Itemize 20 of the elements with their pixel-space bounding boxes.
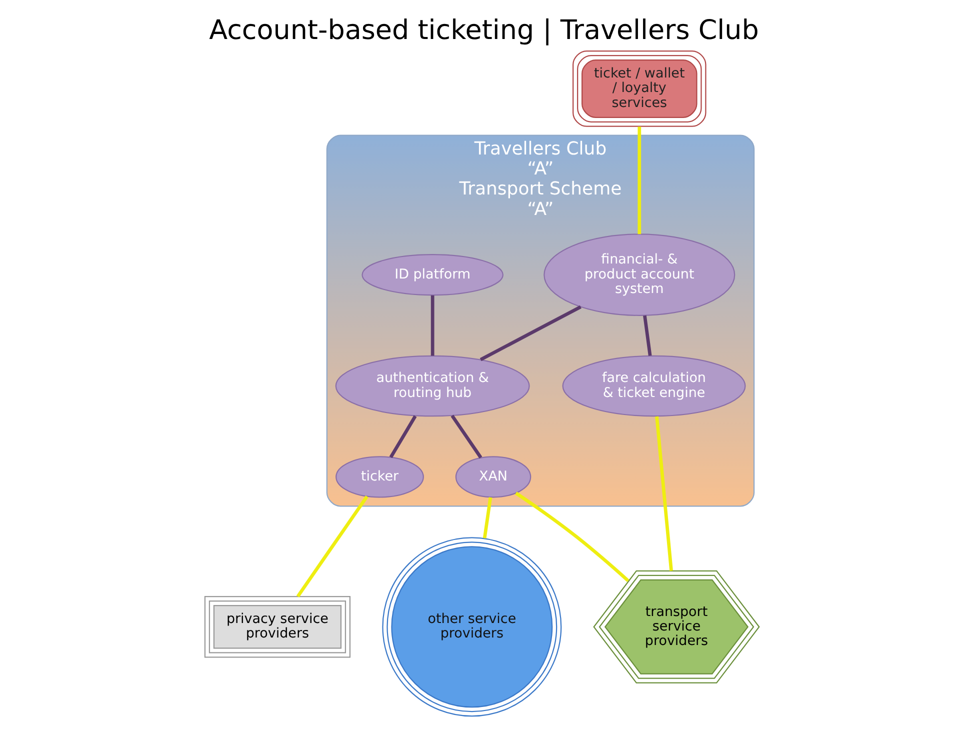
node-ellipse: XAN — [454, 456, 531, 498]
connector — [654, 416, 672, 571]
node-box: ticket / wallet / loyalty services — [572, 50, 706, 127]
connector — [430, 295, 434, 356]
connector — [388, 415, 416, 458]
node-ellipse: ticker — [335, 456, 424, 498]
node-circle: other service providers — [382, 537, 562, 717]
connector — [450, 414, 482, 459]
node-ellipse: fare calculation & ticket engine — [562, 355, 746, 417]
connector — [514, 492, 629, 582]
connector — [296, 496, 368, 598]
connector — [637, 126, 641, 234]
connector — [482, 497, 492, 538]
node-box: privacy service providers — [204, 596, 350, 658]
node-ellipse: authentication & routing hub — [334, 355, 530, 417]
connector — [479, 305, 581, 362]
node-ellipse: ID platform — [361, 254, 503, 296]
node-ellipse: financial- & product account system — [543, 234, 735, 316]
connector — [642, 315, 652, 356]
diagram-title: Account-based ticketing | Travellers Club — [208, 14, 758, 46]
